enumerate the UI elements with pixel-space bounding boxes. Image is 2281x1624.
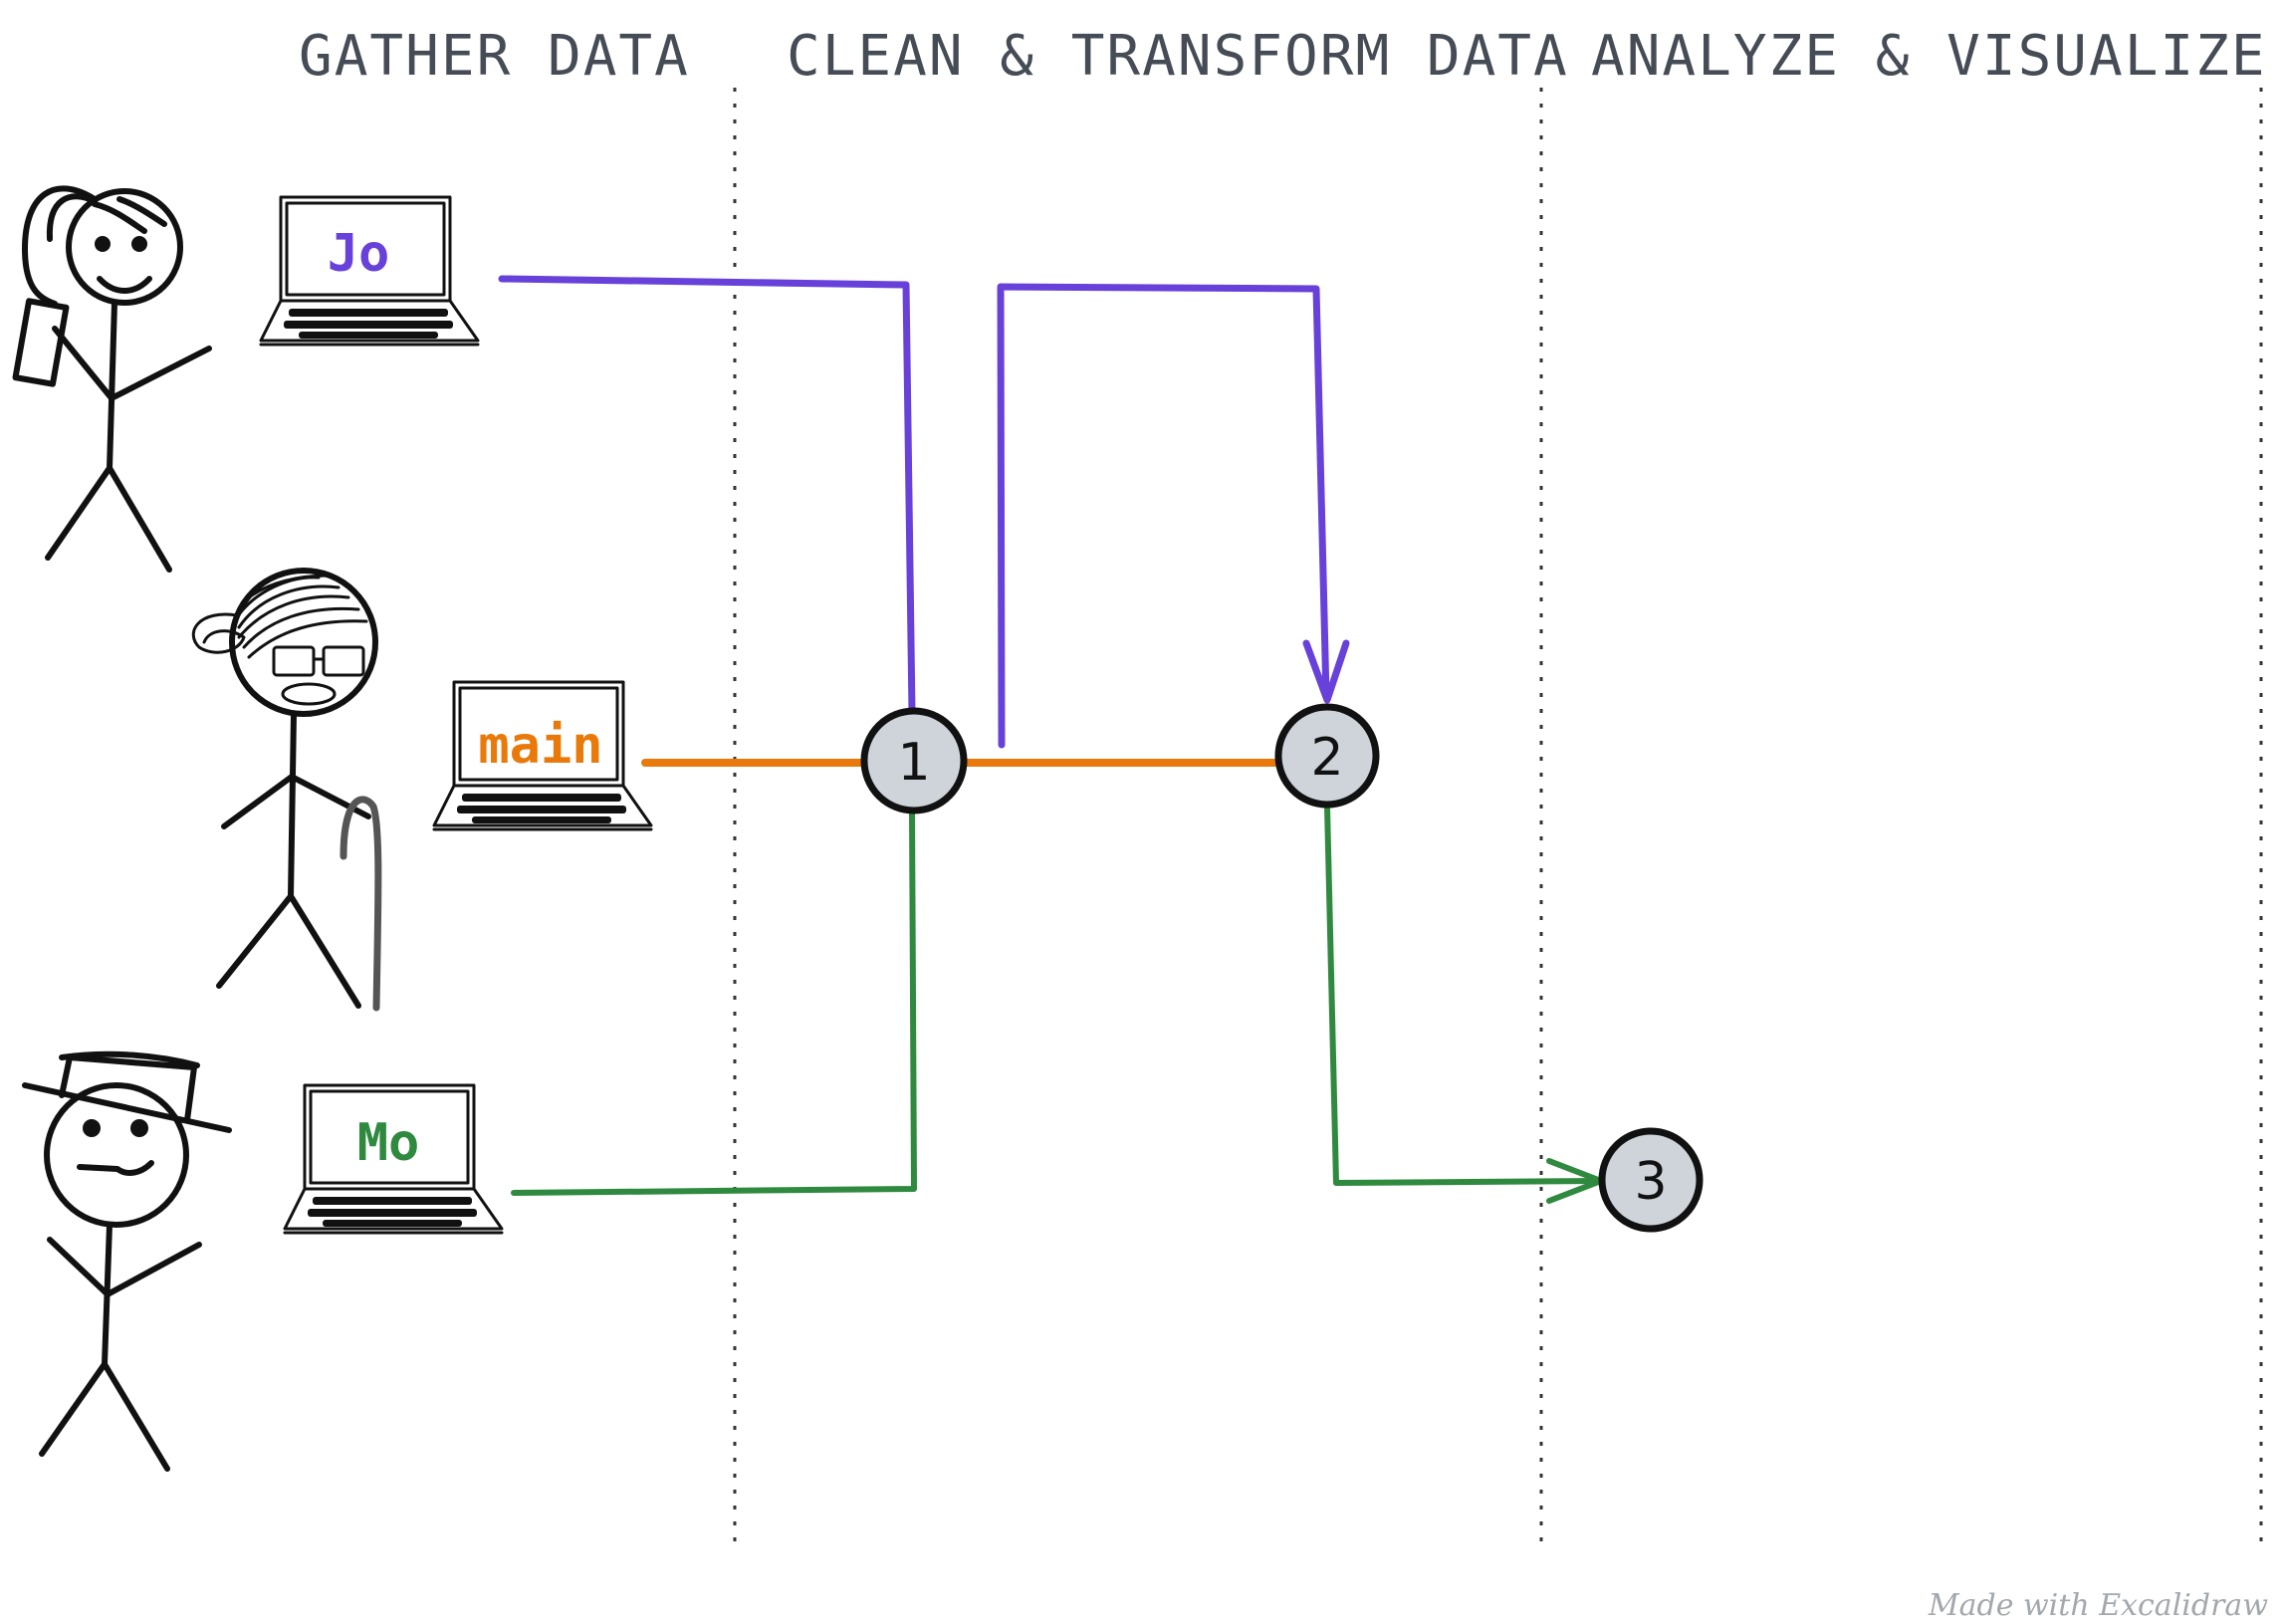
person-with-hat-icon	[22, 1050, 232, 1472]
header-analyze-visualize: ANALYZE & VISUALIZE	[1591, 24, 2267, 89]
branch-label-jo: Jo	[328, 224, 390, 284]
jo-branch-line-to-node-2	[997, 283, 1330, 749]
jo-branch-line-to-node-1	[498, 275, 916, 717]
mo-branch-line-to-node-1	[511, 808, 917, 1196]
node-2-label: 2	[1310, 728, 1343, 788]
jo-arrowhead	[1302, 639, 1350, 704]
node-1-label: 1	[897, 733, 930, 793]
branch-label-main: main	[478, 716, 602, 776]
laptop-icon	[259, 195, 480, 347]
header-clean-transform-data: CLEAN & TRANSFORM DATA	[787, 24, 1569, 89]
mo-branch-line-to-node-3	[1324, 804, 1602, 1186]
person-with-phone-icon	[12, 185, 212, 573]
laptop-icon	[432, 680, 653, 831]
watermark-made-with-excalidraw: Made with Excalidraw	[1928, 1588, 2268, 1623]
column-dividers	[733, 88, 2263, 1548]
commit-node-1: 1	[860, 707, 968, 814]
laptop-icon	[283, 1083, 504, 1235]
commit-node-3: 3	[1598, 1127, 1704, 1233]
laptop-main: main	[432, 680, 653, 831]
person-with-glasses-and-cane-icon	[191, 568, 382, 1012]
laptop-mo: Mo	[283, 1083, 504, 1235]
commit-node-2: 2	[1274, 703, 1380, 809]
laptop-jo: Jo	[259, 195, 480, 347]
header-gather-data: GATHER DATA	[299, 24, 690, 89]
branch-label-mo: Mo	[357, 1113, 420, 1173]
node-3-label: 3	[1634, 1152, 1667, 1212]
